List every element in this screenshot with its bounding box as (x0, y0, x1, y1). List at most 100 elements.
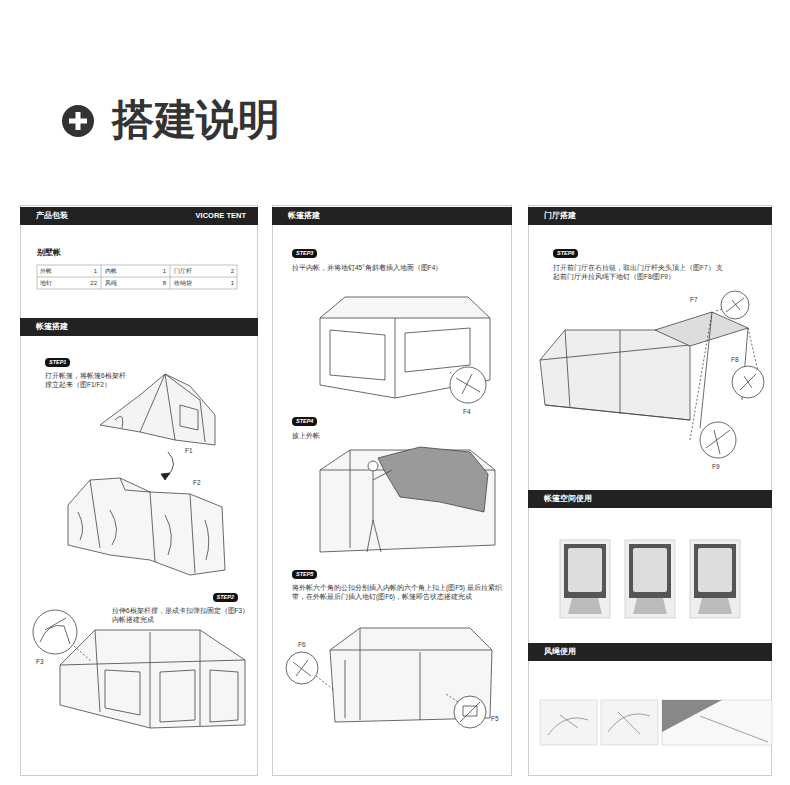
section-header-band: 产品包装 VICORE TENT (20, 207, 258, 225)
step-number: STEP3 (296, 250, 313, 257)
title-icon-part (62, 105, 94, 137)
tent-illustration-part (161, 473, 170, 480)
tent-illustration-part (726, 298, 744, 312)
figure-number: F4 (463, 408, 471, 415)
floor-plan-part (568, 598, 602, 614)
guy-rope-photo-part (608, 712, 650, 734)
floor-plan-part (698, 598, 732, 614)
step-number: STEP2 (217, 594, 234, 601)
section-heading: 帐篷搭建 (288, 212, 320, 220)
tent-illustration-part (367, 470, 392, 552)
tent-illustration-part (90, 478, 195, 573)
tent-illustration-part (732, 366, 764, 398)
section-heading: 门厅搭建 (544, 212, 576, 220)
tent-illustration-part (74, 646, 92, 662)
section-header-band: 风绳使用 (528, 643, 772, 661)
section-heading: 风绳使用 (544, 648, 576, 656)
panel-frame-part (21, 206, 258, 776)
step-badge: STEP6 (553, 249, 578, 258)
title-icon-part (76, 112, 81, 130)
parts-table-grid-part (37, 277, 237, 278)
tent-illustration-part (320, 297, 490, 318)
tent-illustration-part (330, 628, 492, 720)
tent-illustration-part (721, 291, 749, 319)
tent-illustration-part (316, 676, 334, 690)
tent-illustration-part (740, 374, 756, 390)
table-cell: 1 (94, 268, 97, 275)
tent-illustration-part (716, 309, 722, 311)
tent-illustration-part (540, 330, 690, 420)
title-icon (62, 105, 94, 137)
tent-illustration-part (115, 416, 123, 428)
figure-number: F6 (298, 641, 306, 648)
step-badge: STEP1 (45, 358, 70, 367)
table-cell: 门厅杆 (174, 268, 192, 275)
parts-table-grid (37, 265, 237, 289)
tent-illustration-part (700, 422, 736, 458)
step-number: STEP1 (49, 359, 66, 366)
tent-illustration (33, 291, 764, 728)
table-cell: 外帐 (40, 268, 52, 275)
step-instruction: 披上外帐 (292, 431, 320, 440)
section-header-band: 帐篷搭建 (20, 318, 258, 336)
table-cell: 内帐 (105, 268, 117, 275)
parts-table-grid-part (101, 265, 102, 289)
table-cell: 2 (231, 268, 234, 275)
page-title: 搭建说明 (112, 99, 280, 141)
tent-illustration-part (105, 670, 238, 722)
table-cell: 地钉 (40, 280, 52, 287)
section-heading: 帐篷搭建 (36, 323, 68, 331)
section-header-band: 帐篷空间使用 (528, 490, 772, 508)
tent-illustration-part (460, 702, 480, 722)
floor-plan-part (625, 540, 675, 618)
section-heading: VICORE TENT (196, 212, 246, 220)
floor-plan-part (694, 544, 736, 598)
floor-plan-part (560, 540, 610, 618)
step-number: STEP6 (557, 250, 574, 257)
tent-illustration-part (456, 374, 480, 394)
tent-illustration-part (368, 461, 378, 471)
tent-illustration-part (60, 630, 245, 728)
figure-number: F5 (491, 715, 499, 722)
panel-frame-part (273, 206, 512, 776)
tent-illustration-part (454, 696, 486, 728)
table-cell: 1 (231, 280, 234, 287)
guy-rope-photo-part (601, 700, 658, 745)
floor-plan-part (568, 548, 602, 592)
step-instruction: 拉平内帐，并将地钉45°角斜着插入地面（图F4） (292, 263, 442, 272)
step-instruction: 拉伸6根架杆撑，形成卡扣弹扣固定（图F3） 内帐搭建完成 (112, 606, 254, 624)
section-heading: 帐篷空间使用 (544, 495, 592, 503)
tent-illustration-part (446, 694, 458, 702)
tent-illustration-part (378, 447, 488, 512)
tent-illustration-part (286, 652, 318, 684)
guy-rope-photo-part (548, 715, 588, 735)
section-header-band: 门厅搭建 (528, 207, 772, 225)
step-instruction: 将外帐六个角的公扣分别插入内帐的六个角上扣上(图F5) 最后拉紧织带，在外帐最后… (292, 583, 507, 601)
guy-rope-photo-part (662, 700, 722, 732)
figure-number: F3 (36, 658, 44, 665)
figure-number: F1 (185, 447, 193, 454)
figure-number: F8 (731, 356, 739, 363)
panel-frame-part (529, 206, 772, 776)
tent-illustration-part (450, 367, 486, 403)
section-heading: 产品包装 (36, 212, 68, 220)
guy-rope-photo-part (540, 700, 597, 745)
tent-illustration-part (60, 630, 245, 728)
table-cell: 风绳 (105, 280, 117, 287)
floor-plan (560, 540, 740, 618)
panel-frame (21, 206, 772, 776)
figure-number: F9 (712, 463, 720, 470)
floor-plan-part (633, 548, 667, 592)
product-name: 别墅帐 (37, 249, 61, 258)
step-badge: STEP3 (292, 249, 317, 258)
step-instruction: 打开帐篷，将帐篷6根架杆撑立起来（图F1/F2） (45, 371, 131, 389)
tent-illustration-part (33, 610, 77, 654)
section-header-band: 帐篷搭建 (272, 207, 512, 225)
table-cell: 收纳袋 (174, 280, 192, 287)
guy-rope-photo-part (662, 700, 772, 745)
tent-illustration-part (330, 328, 470, 380)
floor-plan-part (564, 544, 606, 598)
step-number: STEP5 (296, 571, 313, 578)
tent-illustration-part (78, 510, 209, 560)
